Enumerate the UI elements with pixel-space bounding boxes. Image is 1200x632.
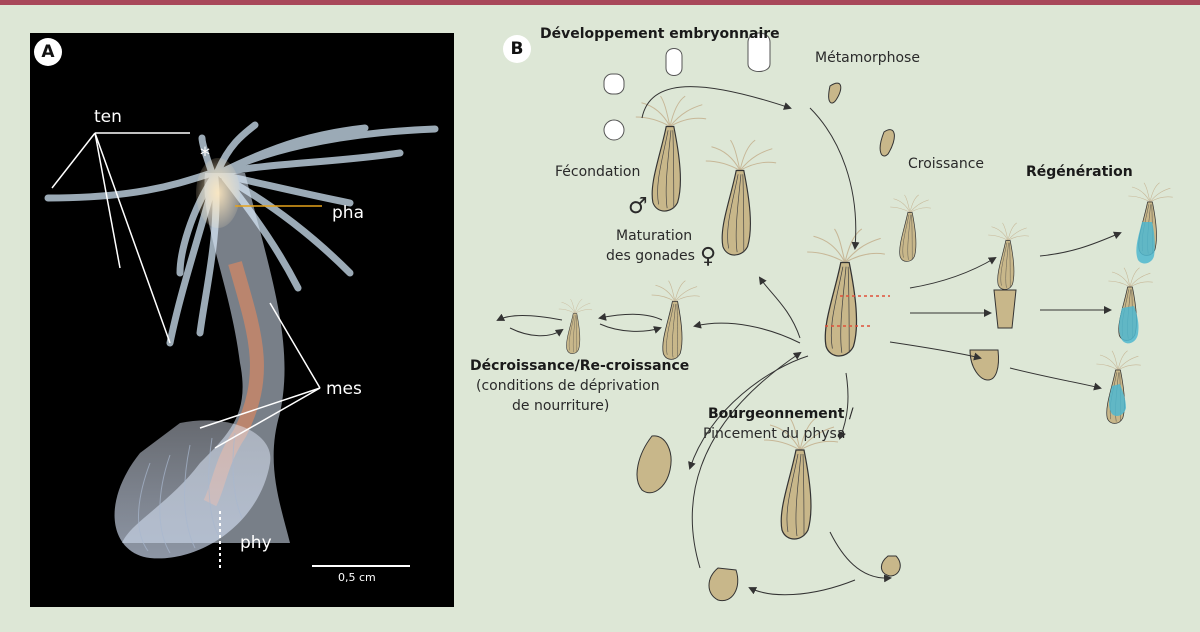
polyp-female <box>705 139 777 256</box>
regen-polyp-3 <box>1096 350 1142 424</box>
mes-label: mes <box>326 379 362 399</box>
decroissance-sub-2: de nourriture) <box>512 398 610 414</box>
fecondation-label: Fécondation <box>555 164 641 180</box>
metamorphose-label: Métamorphose <box>815 50 920 66</box>
female-symbol-icon: ♀ <box>700 244 717 269</box>
physa <box>114 420 271 559</box>
regen-polyp-2 <box>1108 267 1154 344</box>
developpement-label: Développement embryonnaire <box>540 26 780 42</box>
anemone-illustration <box>44 121 439 569</box>
bourgeonnement-separator: / <box>844 406 854 422</box>
maturation-label-2: des gonades <box>606 248 695 264</box>
decroissance-sub-1: (conditions de déprivation <box>476 378 660 394</box>
pha-label: pha <box>332 203 364 223</box>
larva-2 <box>879 129 895 157</box>
croissance-label: Croissance <box>908 156 985 172</box>
bud-fragment-2 <box>881 555 901 577</box>
scale-bar-label: 0,5 cm <box>338 571 376 584</box>
pharynx-glow <box>196 158 240 228</box>
panel-a-badge: A <box>34 38 62 66</box>
cut-lines <box>825 295 890 327</box>
larva-1 <box>828 82 842 104</box>
maturation-label-1: Maturation <box>616 228 693 244</box>
decroissance-label: Décroissance/Re-croissance <box>470 358 690 374</box>
cycle-arrows <box>496 86 1122 596</box>
polyp-growing <box>889 194 932 262</box>
regen-polyp-1 <box>1128 182 1174 264</box>
male-symbol-icon: ♂ <box>628 194 648 219</box>
ten-arrows <box>51 132 190 344</box>
polyp-shrink-1 <box>651 280 701 360</box>
pincement-label: Pincement du physa <box>703 426 846 442</box>
mes-arrows <box>199 302 321 449</box>
regen-mid-fragment <box>993 289 1017 329</box>
ten-label: ten <box>94 107 122 127</box>
regeneration-label: Régénération <box>1026 164 1133 180</box>
top-accent-bar <box>0 0 1200 5</box>
bourgeonnement-line: Bourgeonnement / <box>708 406 854 422</box>
bud-fragment-3 <box>708 567 739 602</box>
phy-label: phy <box>240 533 272 553</box>
asterisk-label: * <box>200 143 210 167</box>
panel-b-badge: B <box>503 35 531 63</box>
polyp-center <box>806 228 886 357</box>
bud-fragment-1 <box>636 435 672 494</box>
panel-b-life-cycle: B Développement embryonnaire Métamorphos… <box>470 8 1198 628</box>
bourgeonnement-label: Bourgeonnement <box>708 406 845 422</box>
regen-foot-fragment <box>969 349 999 381</box>
polyp-shrink-2 <box>558 298 593 354</box>
life-cycle-diagram <box>496 32 1174 602</box>
regen-head <box>987 222 1030 290</box>
embryo-stages <box>603 32 771 141</box>
panel-a-photo: A ten * pha mes phy 0,5 cm <box>30 33 454 607</box>
